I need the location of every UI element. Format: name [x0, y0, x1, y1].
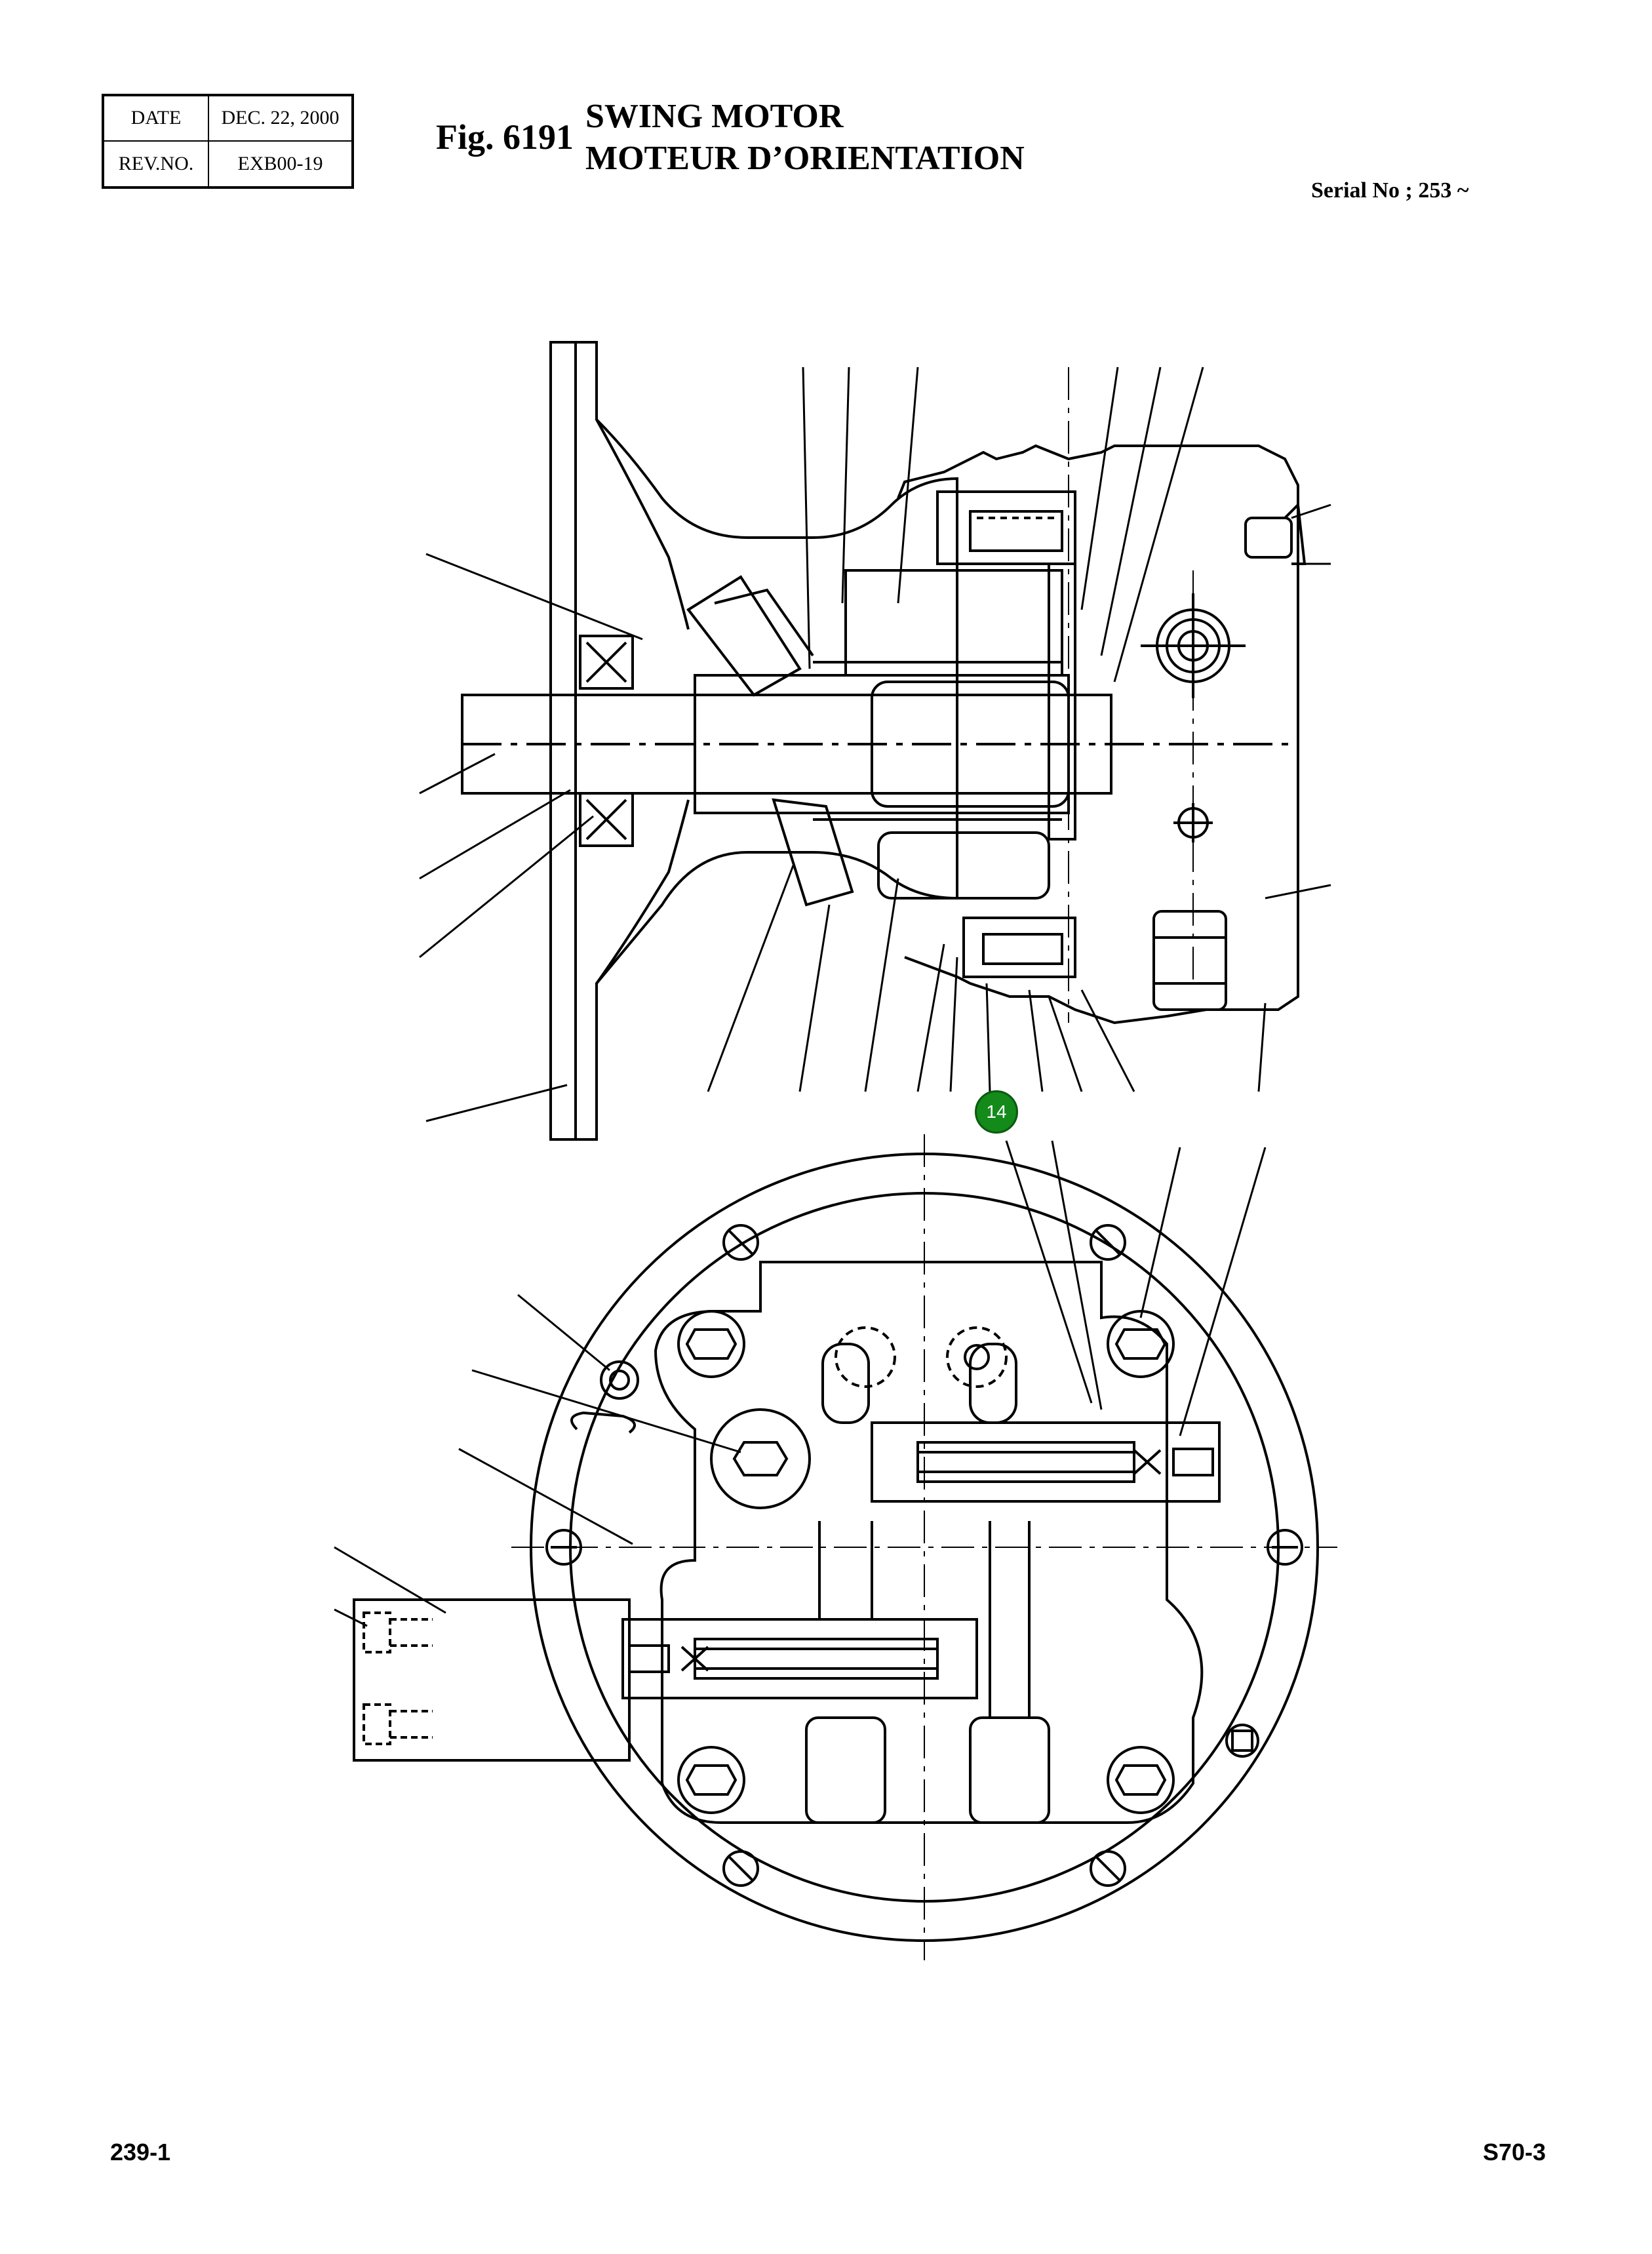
leader-lines-side — [419, 366, 1331, 1122]
valve-body — [654, 1261, 1204, 1824]
rear-bearing — [579, 792, 634, 847]
side-block — [353, 1598, 631, 1762]
end-view — [334, 1134, 1337, 1960]
date-value: DEC. 22, 2000 — [209, 96, 351, 142]
title-english: SWING MOTOR — [585, 98, 844, 135]
housing-bolts — [677, 1310, 1175, 1814]
upper-relief-valve — [871, 1421, 1221, 1503]
mount-flange — [549, 341, 958, 1141]
title-french: MOTEUR D’ORIENTATION — [585, 140, 1025, 177]
lower-relief-valve — [621, 1618, 978, 1699]
drain-plug — [1225, 1724, 1259, 1758]
page-number-right: S70-3 — [1483, 2139, 1546, 2165]
rev-label: REV.NO. — [104, 141, 209, 186]
revision-info-box: DATE DEC. 22, 2000 REV.NO. EXB00-19 — [102, 94, 354, 189]
leader-lines-end — [334, 1140, 1267, 1627]
side-section-view — [419, 341, 1331, 1141]
page-number-left: 239-1 — [110, 2139, 171, 2165]
rev-value: EXB00-19 — [237, 152, 323, 174]
right-port — [969, 1716, 1050, 1824]
figure-number: Fig. 6191 — [436, 117, 574, 157]
brake-piston — [936, 490, 1076, 565]
small-plug — [600, 1360, 639, 1400]
left-port — [805, 1716, 886, 1824]
date-label: DATE — [104, 96, 209, 142]
cylinder-block — [844, 569, 1063, 677]
callout-badge-14[interactable]: 14 — [975, 1090, 1018, 1134]
motor-housing — [897, 444, 1299, 1025]
serial-number: Serial No ; 253 ~ — [1311, 178, 1469, 203]
flange-bolt-holes — [545, 1224, 1303, 1887]
center-plug — [710, 1408, 811, 1509]
callout-label: 14 — [986, 1101, 1007, 1122]
bottom-plug — [1152, 910, 1227, 1011]
clip-spring — [570, 1411, 636, 1434]
top-fitting — [1244, 517, 1293, 559]
swash-plate — [686, 575, 802, 697]
front-bearing — [579, 635, 634, 690]
